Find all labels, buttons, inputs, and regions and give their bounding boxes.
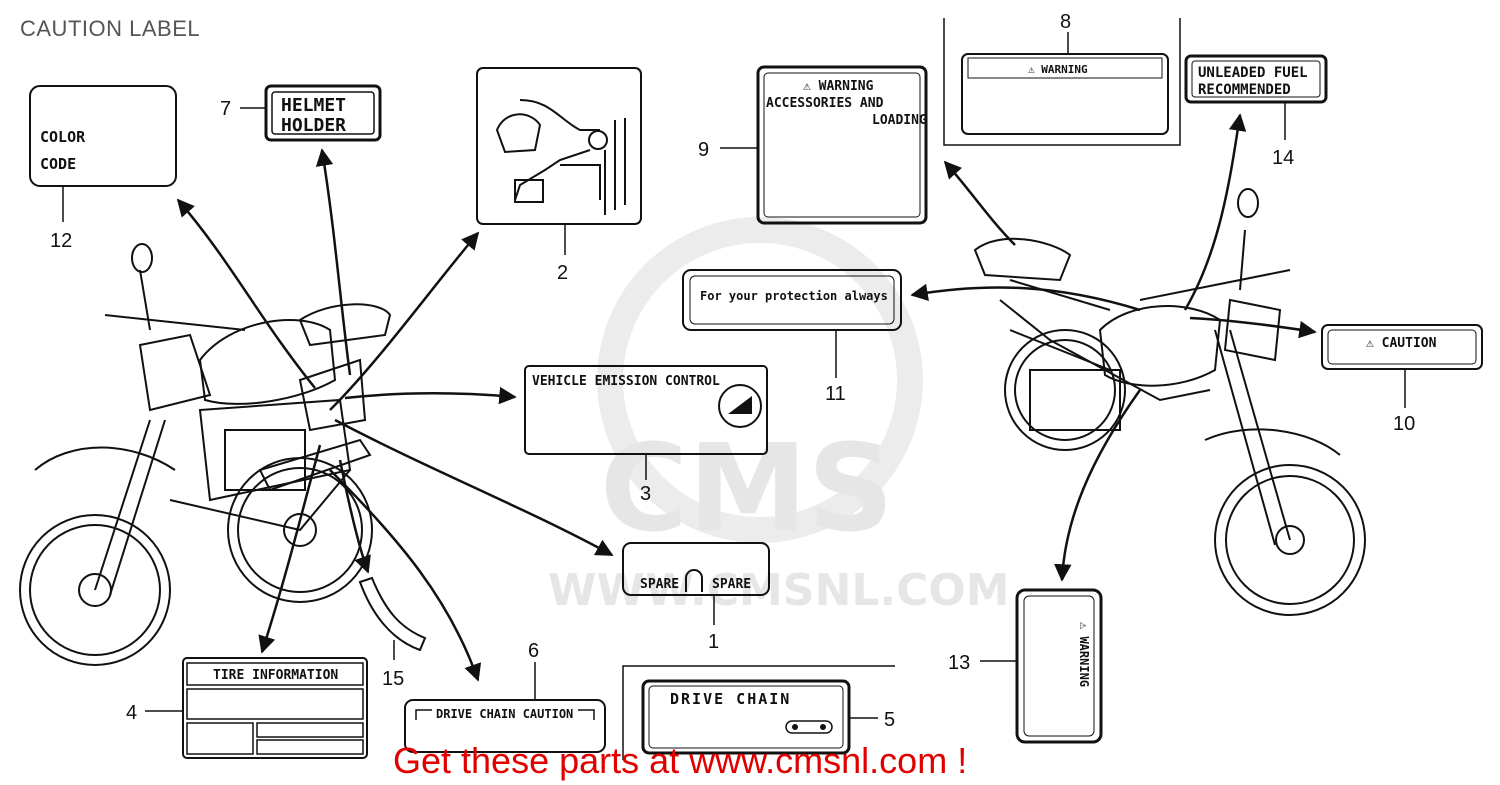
callout-13: 13	[948, 652, 970, 674]
label-drive-chain: DRIVE CHAIN 5	[622, 665, 895, 760]
callout-6: 6	[528, 640, 539, 662]
motorcycle-right	[973, 188, 1366, 616]
drive-chain-text: DRIVE CHAIN	[670, 690, 791, 708]
helmet-holder-line1: HELMET	[281, 95, 346, 116]
callout-1: 1	[708, 631, 719, 653]
protection-text: For your protection always	[700, 289, 888, 303]
callout-2: 2	[557, 262, 568, 284]
caution-text: ⚠ CAUTION	[1366, 336, 1437, 351]
callout-15: 15	[382, 668, 404, 690]
label-emission-control: VEHICLE EMISSION CONTROL 3	[524, 365, 768, 505]
emission-text: VEHICLE EMISSION CONTROL	[532, 374, 720, 389]
label-spare: SPARE SPARE 1	[622, 542, 770, 653]
callout-8: 8	[1060, 11, 1071, 33]
emission-logo	[718, 384, 762, 428]
warning-accessories-line3: LOADING	[872, 113, 927, 128]
unleaded-fuel-line1: UNLEADED FUEL	[1198, 65, 1308, 81]
spare-right: SPARE	[712, 577, 751, 592]
watermark-brand: CMS	[600, 420, 894, 559]
warning-vertical-text: ⚠ WARNING	[1077, 622, 1091, 687]
promo-banner[interactable]: Get these parts at www.cmsnl.com !	[393, 740, 968, 781]
callout-3: 3	[640, 483, 651, 505]
label-helmet-holder: HELMET HOLDER 7	[220, 84, 382, 142]
callout-12: 12	[50, 230, 72, 252]
label-tire-information: TIRE INFORMATION 4	[126, 657, 368, 759]
label-warning-8: ⚠ WARNING 8	[943, 11, 1181, 146]
color-code-line2: CODE	[40, 155, 76, 173]
label-caution: ⚠ CAUTION 10	[1321, 324, 1483, 435]
callout-4: 4	[126, 702, 137, 724]
label-drive-chain-caution: DRIVE CHAIN CAUTION 6	[404, 640, 606, 753]
label-color-code: COLOR CODE 12	[29, 85, 177, 252]
label-warning-accessories: ⚠ WARNING ACCESSORIES AND LOADING 9	[698, 65, 928, 225]
callout-10: 10	[1393, 413, 1415, 435]
label-unleaded-fuel: UNLEADED FUEL RECOMMENDED 14	[1184, 54, 1328, 169]
page-title: CAUTION LABEL	[20, 16, 201, 41]
warning-8-text: ⚠ WARNING	[1028, 63, 1088, 76]
label-vacuum-hose: 2	[476, 67, 642, 284]
callout-11: 11	[825, 383, 846, 405]
callout-5: 5	[884, 709, 895, 731]
label-rim-tape: 15	[358, 576, 427, 690]
tire-info-text: TIRE INFORMATION	[213, 668, 338, 683]
leader-arrows	[176, 113, 1317, 682]
drive-chain-caution-text: DRIVE CHAIN CAUTION	[436, 707, 573, 721]
watermark-site: WWW.CMSNL.COM	[548, 565, 1010, 616]
callout-9: 9	[698, 139, 709, 161]
callout-14: 14	[1272, 147, 1294, 169]
motorcycle-left	[19, 243, 392, 666]
spare-left: SPARE	[640, 577, 679, 592]
color-code-line1: COLOR	[40, 128, 86, 146]
watermark: CMS WWW.CMSNL.COM	[548, 217, 1010, 616]
callout-7: 7	[220, 98, 231, 120]
helmet-holder-line2: HOLDER	[281, 115, 346, 136]
warning-accessories-line2: ACCESSORIES AND	[766, 96, 884, 111]
warning-accessories-line1: ⚠ WARNING	[803, 79, 874, 94]
unleaded-fuel-line2: RECOMMENDED	[1198, 82, 1291, 98]
label-protection: For your protection always 11	[682, 269, 902, 405]
label-warning-vertical: ⚠ WARNING 13	[948, 588, 1103, 744]
